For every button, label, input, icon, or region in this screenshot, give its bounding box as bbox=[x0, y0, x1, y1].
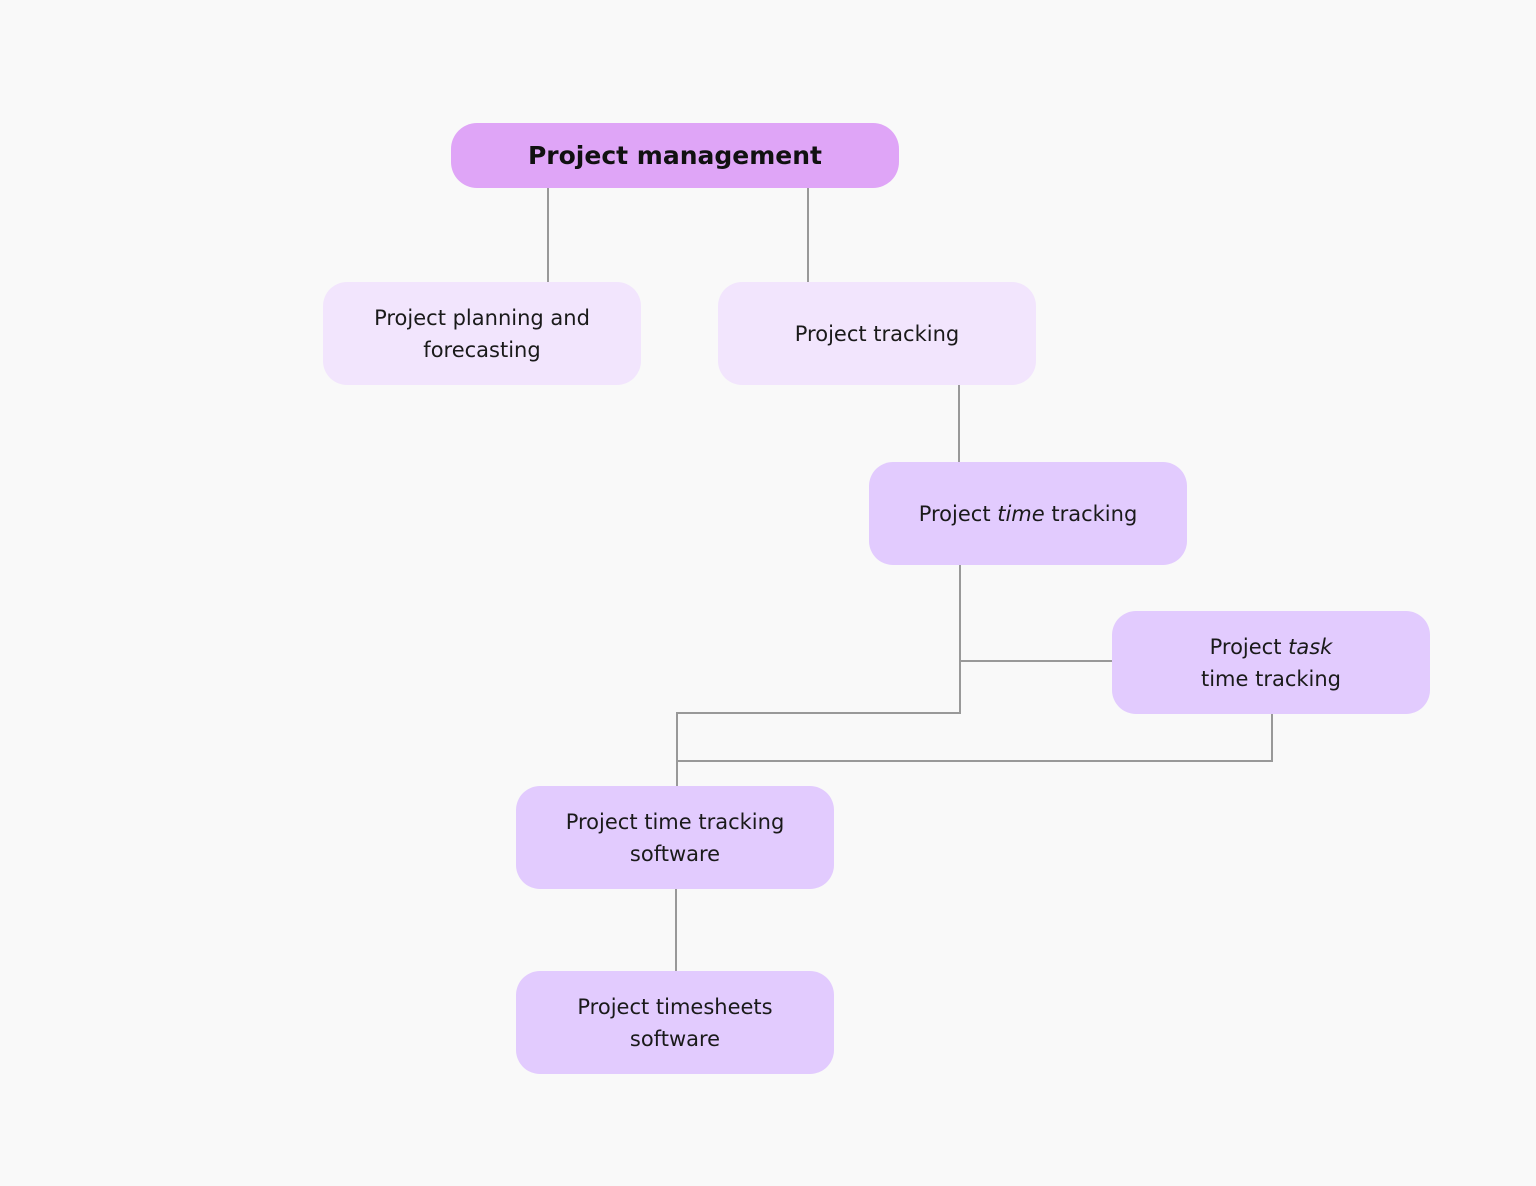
node-label: Project timesheets software bbox=[577, 994, 773, 1051]
label-text-emphasis: task bbox=[1288, 634, 1333, 659]
node-label: Project time tracking software bbox=[565, 809, 785, 866]
label-text-post: tracking bbox=[1044, 501, 1138, 526]
label-text-pre: Project bbox=[1209, 634, 1289, 659]
connector-task-to-software bbox=[677, 714, 1273, 762]
node-label: Project tracking bbox=[794, 321, 960, 346]
label-text-pre: Project bbox=[918, 501, 998, 526]
connector-time-tracking-to-software bbox=[676, 661, 961, 786]
node-project-tracking: Project tracking bbox=[718, 282, 1036, 385]
node-project-time-tracking-software: Project time tracking software bbox=[516, 786, 834, 889]
node-label: Project planning and forecasting bbox=[374, 305, 590, 362]
node-project-planning-and-forecasting: Project planning and forecasting bbox=[323, 282, 641, 385]
node-project-timesheets-software: Project timesheets software bbox=[516, 971, 834, 1074]
node-project-management: Project management bbox=[451, 123, 899, 188]
node-project-time-tracking: Project time tracking bbox=[869, 462, 1187, 565]
connector-time-tracking-to-task bbox=[959, 565, 1112, 662]
node-project-task-time-tracking: Project task time tracking bbox=[1112, 611, 1430, 714]
label-text-post: time tracking bbox=[1200, 666, 1342, 691]
node-label: Project task time tracking bbox=[1201, 631, 1341, 695]
node-label: Project management bbox=[527, 140, 823, 170]
node-label: Project time tracking bbox=[919, 498, 1138, 530]
label-text-emphasis: time bbox=[997, 501, 1045, 526]
